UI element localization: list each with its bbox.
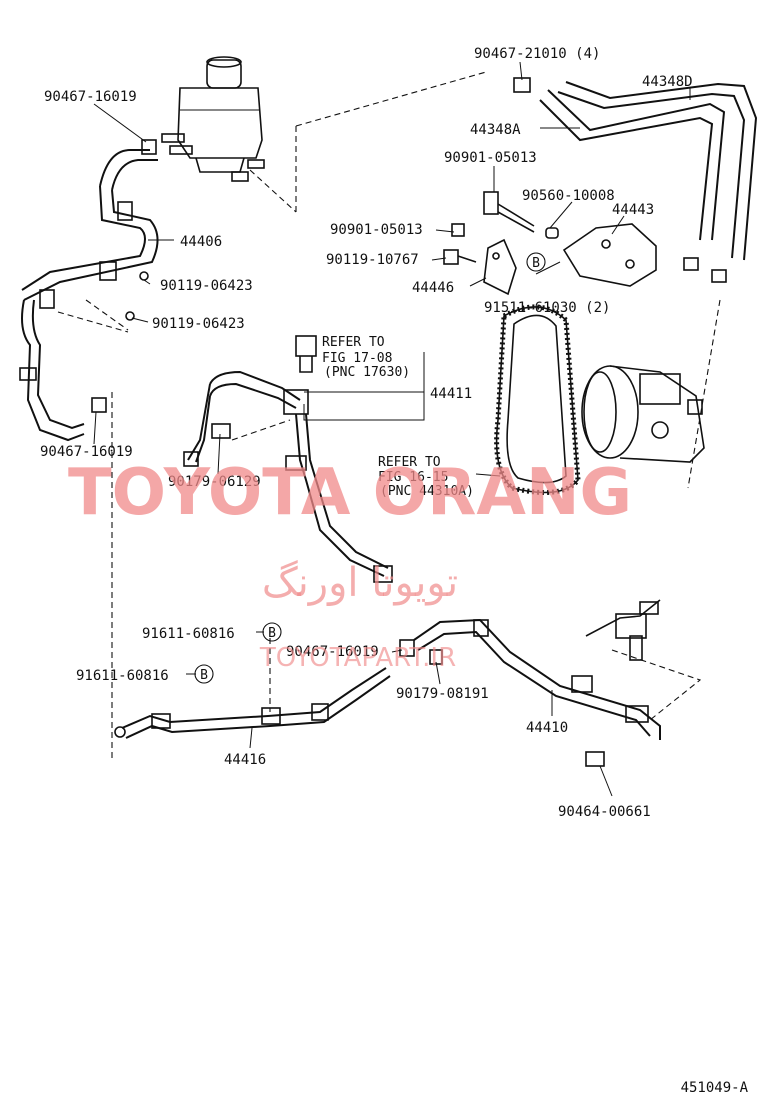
marker-b-2: B [262, 622, 282, 642]
label-90119-06423-a: 90119-06423 [160, 278, 253, 294]
marker-b-3-text: B [200, 668, 208, 683]
label-44446: 44446 [412, 280, 454, 296]
marker-b-1: B [526, 252, 546, 272]
label-90560-10008: 90560-10008 [522, 188, 615, 204]
ref2-line3: (PNC 44310A) [380, 484, 474, 499]
figure-number: 451049-A [681, 1080, 749, 1096]
ref2-line1: REFER TO [378, 455, 441, 470]
ref1-line2: FIG 17-08 [322, 351, 392, 366]
label-91611-60816-b: 91611-60816 [76, 668, 169, 684]
drive-belt [494, 304, 581, 495]
ref2-line2: FIG 16-15 [378, 470, 448, 485]
pressure-tube-44411 [183, 335, 393, 583]
power-steering-pump [581, 365, 705, 463]
label-90901-05013-a: 90901-05013 [444, 150, 537, 166]
return-pipe-44406 [19, 139, 159, 442]
label-90179-08191: 90179-08191 [396, 686, 489, 702]
pressure-hose-44410 [399, 618, 661, 767]
label-90901-05013-b: 90901-05013 [330, 222, 423, 238]
label-44443: 44443 [612, 202, 654, 218]
reservoir-tank [161, 56, 265, 182]
suction-hoses [513, 77, 758, 283]
ref1-line3: (PNC 17630) [324, 365, 410, 380]
label-90467-16019-top: 90467-16019 [44, 89, 137, 105]
label-91611-60816-a: 91611-60816 [142, 626, 235, 642]
label-44348D: 44348D [642, 74, 693, 90]
watermark-site: TOYOTAPART.IR [259, 643, 456, 673]
marker-b-1-text: B [532, 256, 540, 271]
label-90119-10767: 90119-10767 [326, 252, 419, 268]
label-90467-16019-lower: 90467-16019 [286, 644, 379, 660]
pump-brackets [443, 191, 657, 296]
return-hose-44416 [114, 667, 391, 739]
label-90467-16019-left: 90467-16019 [40, 444, 133, 460]
label-44411: 44411 [430, 386, 472, 402]
label-44348A: 44348A [470, 122, 521, 138]
leader-lines [93, 61, 691, 797]
label-90467-21010: 90467-21010 (4) [474, 46, 600, 62]
label-44410: 44410 [526, 720, 568, 736]
marker-b-3: B [194, 664, 214, 684]
ref1-line1: REFER TO [322, 335, 385, 350]
marker-b-2-text: B [268, 626, 276, 641]
label-91511-61030: 91511-61030 (2) [484, 300, 610, 316]
label-44406: 44406 [180, 234, 222, 250]
label-90464-00661: 90464-00661 [558, 804, 651, 820]
watermark-brand: TOYOTA ORANG [68, 456, 632, 530]
label-90119-06423-b: 90119-06423 [152, 316, 245, 332]
watermark-persian: تویوتا اورنگ [262, 560, 458, 606]
label-44416: 44416 [224, 752, 266, 768]
label-90179-06129: 90179-06129 [168, 474, 261, 490]
steering-gear [585, 599, 661, 661]
